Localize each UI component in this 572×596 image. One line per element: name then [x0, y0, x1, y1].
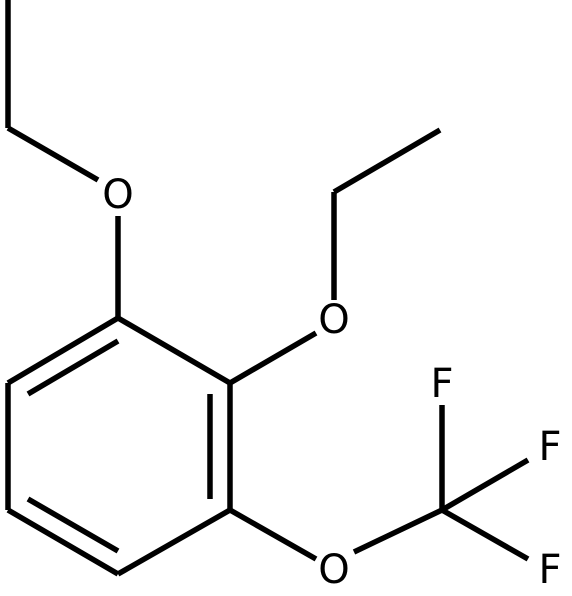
ring-bond-c6-c1 [6, 315, 120, 386]
atom-oxygen-3: O [318, 547, 349, 593]
atom-fluorine-1: F [430, 361, 453, 407]
ring-bond-c3-c4 [116, 507, 232, 577]
bond-c2-o2 [228, 330, 318, 386]
ring-bond-c1-c2 [116, 315, 232, 386]
ring-bond-c6-c1-inner [26, 338, 120, 397]
atom-fluorine-2: F [538, 424, 561, 470]
bond-o1-ch2 [6, 125, 100, 183]
atom-oxygen-1: O [102, 172, 133, 218]
atom-oxygen-2: O [318, 297, 349, 343]
ring-bond-c4-c5 [6, 507, 120, 577]
bond-o3-cf3 [352, 507, 444, 555]
ring-bond-c4-c5-inner [26, 496, 120, 554]
bond-cf3-f3 [440, 507, 530, 562]
atom-fluorine-3: F [538, 547, 561, 593]
bond-c3-o3 [228, 507, 318, 562]
bond-cf3-f2 [440, 457, 530, 513]
bond-ch2-ch3-b [332, 127, 442, 195]
